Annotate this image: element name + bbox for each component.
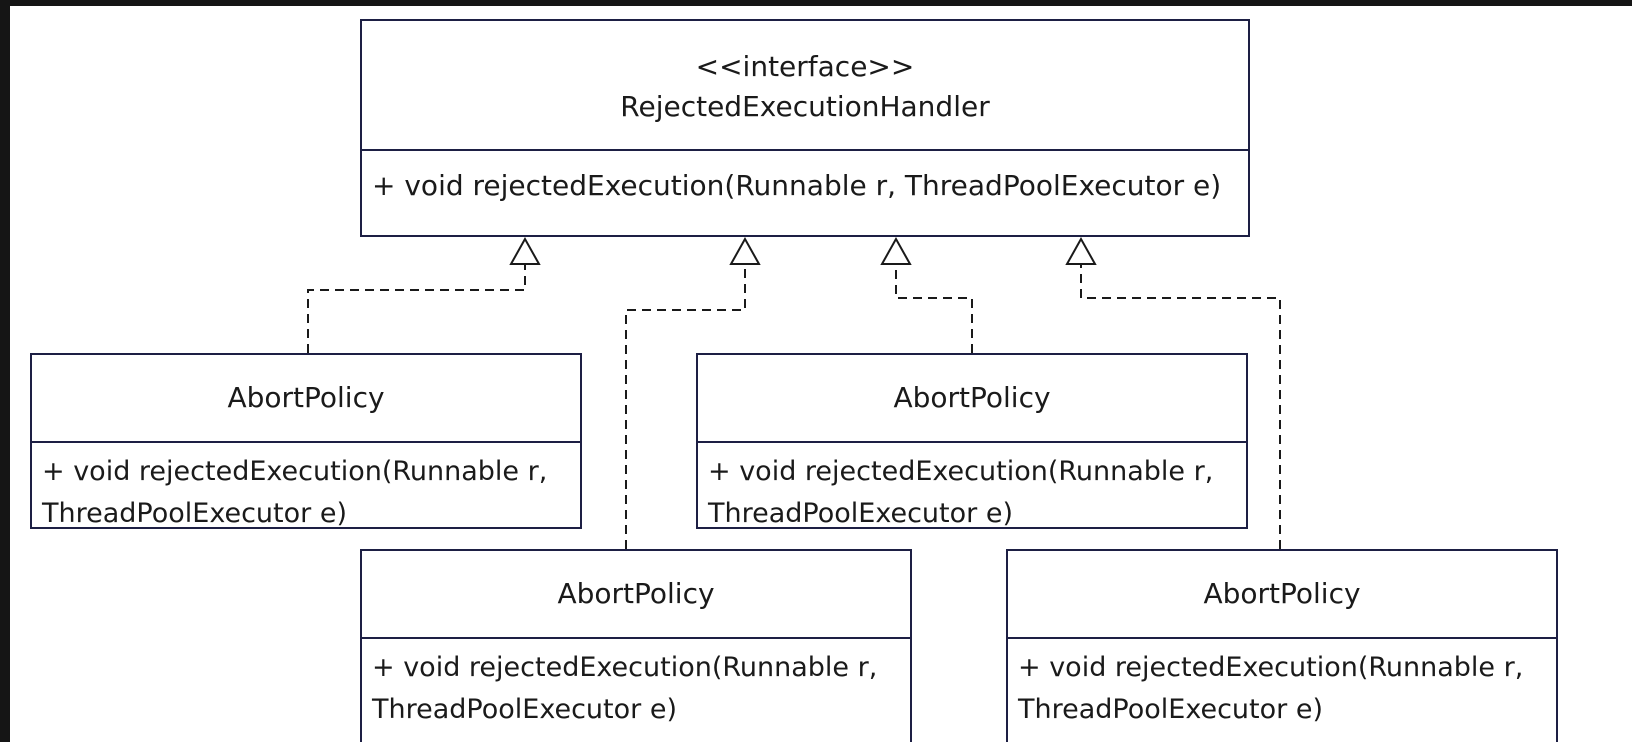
class-method: + void rejectedExecution(Runnable r, Thr…	[42, 456, 548, 529]
class-header: AbortPolicy	[32, 355, 580, 443]
class-header: AbortPolicy	[1008, 551, 1556, 639]
realization-arrowhead	[509, 236, 541, 265]
realization-arrowhead	[1065, 236, 1097, 265]
connector-abortpolicy-2	[895, 264, 973, 353]
connector-abortpolicy-3	[625, 264, 746, 549]
class-method: + void rejectedExecution(Runnable r, Thr…	[708, 456, 1214, 529]
class-method: + void rejectedExecution(Runnable r, Thr…	[372, 652, 878, 725]
class-abortpolicy-3: AbortPolicy + void rejectedExecution(Run…	[360, 549, 912, 742]
class-header: AbortPolicy	[698, 355, 1246, 443]
interface-name: RejectedExecutionHandler	[620, 90, 990, 123]
class-method: + void rejectedExecution(Runnable r, Thr…	[1018, 652, 1524, 725]
realization-arrowhead	[729, 236, 761, 265]
connector-abortpolicy-4	[1080, 264, 1281, 549]
class-name: AbortPolicy	[1203, 577, 1361, 610]
class-name: AbortPolicy	[893, 381, 1051, 414]
class-abortpolicy-1: AbortPolicy + void rejectedExecution(Run…	[30, 353, 582, 529]
class-header: AbortPolicy	[362, 551, 910, 639]
realization-connectors	[307, 236, 1281, 549]
interface-method: + void rejectedExecution(Runnable r, Thr…	[372, 169, 1222, 202]
stereotype-label: <<interface>>	[695, 50, 915, 83]
connector-abortpolicy-1	[307, 264, 526, 353]
class-abortpolicy-2: AbortPolicy + void rejectedExecution(Run…	[696, 353, 1248, 529]
uml-class-diagram: <<interface>> RejectedExecutionHandler +…	[10, 6, 1632, 742]
realization-arrowhead	[880, 236, 912, 265]
interface-header: <<interface>> RejectedExecutionHandler	[362, 21, 1248, 151]
class-abortpolicy-4: AbortPolicy + void rejectedExecution(Run…	[1006, 549, 1558, 742]
interface-rejectedexecutionhandler: <<interface>> RejectedExecutionHandler +…	[360, 19, 1250, 237]
class-name: AbortPolicy	[557, 577, 715, 610]
class-name: AbortPolicy	[227, 381, 385, 414]
